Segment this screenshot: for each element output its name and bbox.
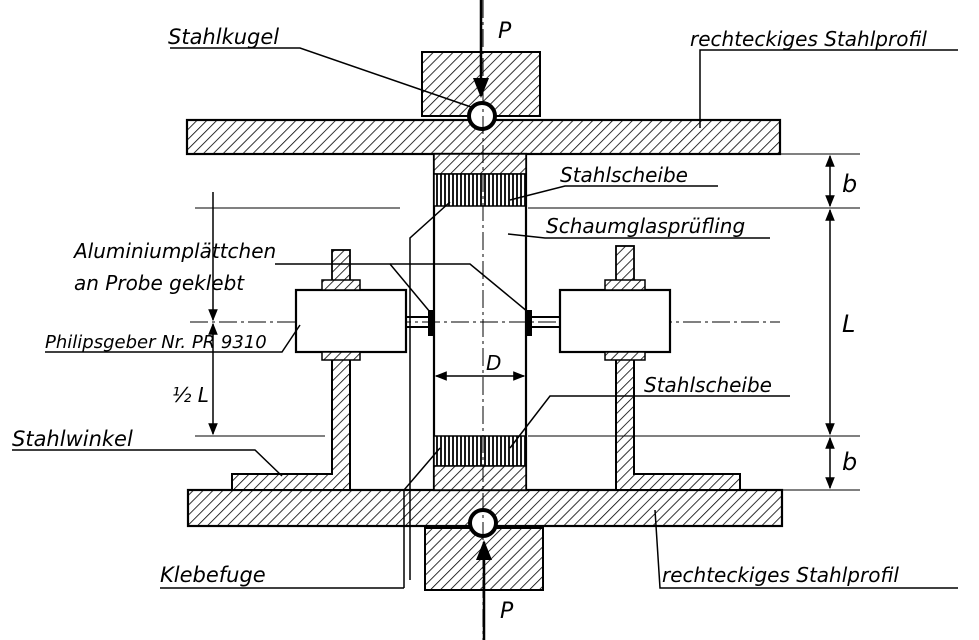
leader-steel-disc-bottom — [509, 395, 790, 449]
label-glue-joint: Klebefuge — [160, 563, 266, 587]
label-half-L: ½ L — [172, 383, 209, 407]
leader-rect-profile-bottom — [654, 509, 958, 589]
leader-steel-ball — [170, 47, 475, 109]
label-rect-profile-bottom: rechteckiges Stahlprofil — [662, 563, 899, 587]
leader-philips — [45, 324, 301, 353]
right-gauge-nut-bottom — [604, 351, 646, 361]
steel-disc-top-band — [433, 173, 527, 207]
steel-disc-bottom-hatch — [433, 465, 527, 491]
label-aluminium-line2: an Probe geklebt — [74, 271, 245, 295]
left-gauge-body — [294, 288, 408, 354]
label-dim-b-top: b — [842, 170, 857, 198]
steel-ball-top — [467, 101, 497, 131]
label-philips: Philipsgeber Nr. PR 9310 — [45, 332, 267, 353]
label-steel-disc-bottom: Stahlscheibe — [644, 373, 772, 397]
label-steel-ball: Stahlkugel — [168, 25, 279, 49]
steel-disc-top-hatch — [433, 153, 527, 175]
steel-disc-bottom-band — [433, 435, 527, 467]
leader-aluminium-right — [390, 263, 529, 313]
label-dim-D: D — [486, 351, 501, 375]
label-aluminium-line1: Aluminiumplättchen — [72, 239, 276, 263]
label-load-bottom: P — [500, 599, 514, 624]
label-dim-L: L — [842, 310, 855, 338]
label-dim-b-bottom: b — [842, 448, 857, 476]
left-gauge-nut-bottom — [321, 351, 361, 361]
leader-foam-glass — [507, 233, 770, 239]
leader-steel-disc-top — [509, 185, 718, 201]
right-gauge-nut-top — [604, 279, 646, 291]
label-foam-glass: Schaumglasprüfling — [546, 214, 745, 238]
right-gauge-body — [558, 288, 672, 354]
leader-steel-angle — [12, 449, 283, 477]
label-steel-angle: Stahlwinkel — [12, 427, 133, 451]
leader-glue-upper — [409, 201, 451, 580]
left-gauge-nut-top — [321, 279, 361, 291]
right-aluminium-plate — [526, 310, 532, 336]
label-load-top: P — [498, 19, 512, 44]
left-aluminium-plate — [428, 310, 434, 336]
label-steel-disc-top: Stahlscheibe — [560, 163, 688, 187]
leader-rect-profile-top — [699, 49, 958, 128]
leader-glue-lower — [403, 447, 441, 588]
label-rect-profile-top: rechteckiges Stahlprofil — [690, 27, 927, 51]
left-steel-angle — [231, 357, 351, 491]
